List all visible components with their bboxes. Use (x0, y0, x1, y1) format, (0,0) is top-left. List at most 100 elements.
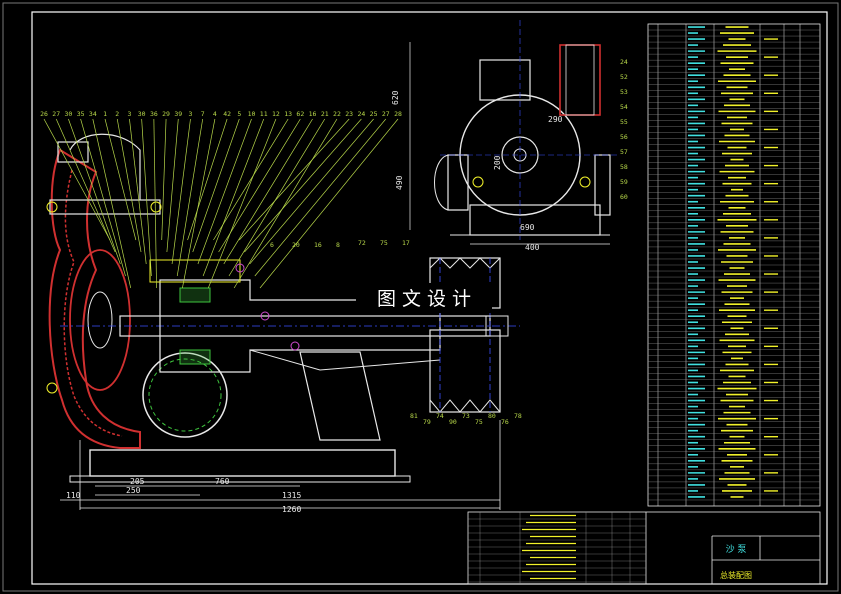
leader-line-0 (43, 118, 111, 241)
callouts-low-2: 74 (436, 412, 444, 420)
bolt-left-3 (46, 382, 58, 394)
dim-620: 620 (391, 90, 400, 105)
callouts-right-1: 52 (620, 73, 628, 81)
leader-line-10 (161, 118, 167, 241)
callouts-low-4: 73 (462, 412, 470, 420)
leader-line-19 (207, 118, 277, 289)
leader-line-9 (153, 118, 157, 289)
pump-casing (48, 148, 141, 449)
callouts-mid-0: 6 (270, 241, 274, 249)
leader-line-4 (92, 118, 132, 289)
callout-top-16: 5 (237, 110, 241, 118)
pump-casing-inner (63, 169, 123, 437)
leader-line-26 (244, 118, 362, 253)
leader-line-15 (187, 118, 228, 241)
leader-line-17 (197, 118, 252, 265)
callout-top-11: 39 (174, 110, 182, 118)
callouts-right-9: 60 (620, 193, 628, 201)
callout-top-8: 30 (138, 110, 146, 118)
bearing-block-2 (179, 349, 211, 365)
callouts-right-2: 53 (620, 88, 628, 96)
dim-1315: 1315 (282, 491, 301, 500)
callout-top-24: 22 (333, 110, 341, 118)
callout-top-23: 21 (321, 110, 329, 118)
leader-line-13 (176, 118, 204, 277)
callouts-right-5: 56 (620, 133, 628, 141)
bolt-mag-3 (235, 263, 245, 273)
dim-205: 205 (130, 477, 145, 486)
leader-line-2 (68, 118, 121, 265)
leader-line-21 (218, 118, 301, 253)
bolt-left-2 (150, 201, 162, 213)
suction-flange-side (447, 154, 469, 211)
callouts-mid-2: 16 (314, 241, 322, 249)
bolt-mag-1 (260, 311, 270, 321)
callouts-right-6: 57 (620, 148, 628, 156)
leader-line-25 (239, 118, 350, 241)
watermark-bg (356, 283, 492, 313)
suction-volute (142, 352, 228, 438)
callouts-right-0: 24 (620, 58, 628, 66)
callout-top-12: 3 (189, 110, 193, 118)
leader-line-28 (254, 118, 387, 277)
leader-line-16 (192, 118, 240, 253)
base-sub (69, 475, 411, 483)
callout-top-18: 11 (260, 110, 268, 118)
callouts-low-8: 78 (514, 412, 522, 420)
dim-400: 400 (525, 243, 540, 252)
upper-pipe-arc (69, 133, 141, 200)
callouts-low-1: 79 (423, 418, 431, 426)
title-sub: 总装配图 (720, 570, 752, 580)
side-view (409, 20, 620, 245)
callouts-right-8: 59 (620, 178, 628, 186)
callouts-mid-5: 75 (380, 239, 388, 247)
callout-top-2: 30 (64, 110, 72, 118)
pulley-assembly (429, 257, 509, 413)
callout-top-10: 29 (162, 110, 170, 118)
callout-top-13: 7 (201, 110, 205, 118)
dim-200: 200 (493, 155, 502, 170)
impeller (69, 249, 131, 391)
callouts-mid-6: 17 (402, 239, 410, 247)
watermark-text: 图 文 设 计 (377, 288, 471, 310)
dim-760: 760 (215, 477, 230, 486)
callout-top-22: 16 (309, 110, 317, 118)
callouts-right-7: 58 (620, 163, 628, 171)
callouts-right-3: 54 (620, 103, 628, 111)
base-frame (89, 449, 396, 477)
bearing-housing-lower (249, 349, 441, 371)
leader-line-24 (233, 118, 338, 289)
leader-line-29 (259, 118, 399, 289)
callout-top-9: 36 (150, 110, 158, 118)
callout-top-15: 42 (223, 110, 231, 118)
dimension-lines (60, 420, 501, 510)
callout-top-7: 3 (127, 110, 131, 118)
bearing-block-1 (179, 287, 211, 303)
callout-top-28: 27 (382, 110, 390, 118)
callouts-right-4: 55 (620, 118, 628, 126)
callout-top-6: 2 (115, 110, 119, 118)
dim-290: 290 (548, 115, 563, 124)
leader-line-12 (171, 118, 191, 265)
side-base (469, 204, 601, 236)
suction-volute-inner (148, 358, 222, 432)
callout-top-21: 62 (296, 110, 304, 118)
callout-top-0: 26 (40, 110, 48, 118)
side-bracket-right (594, 154, 611, 216)
callout-top-17: 10 (248, 110, 256, 118)
callout-top-26: 24 (357, 110, 365, 118)
callout-top-5: 1 (103, 110, 107, 118)
callout-top-4: 34 (89, 110, 97, 118)
callout-top-14: 4 (213, 110, 217, 118)
leader-line-18 (202, 118, 265, 277)
title-name: 沙 泵 (726, 544, 747, 555)
callout-top-25: 23 (345, 110, 353, 118)
leader-line-14 (182, 118, 216, 289)
side-dim-labels: 490 690 400 200 290 620 (391, 90, 563, 252)
callouts-low-5: 75 (475, 418, 483, 426)
callouts-low-0: 81 (410, 412, 418, 420)
